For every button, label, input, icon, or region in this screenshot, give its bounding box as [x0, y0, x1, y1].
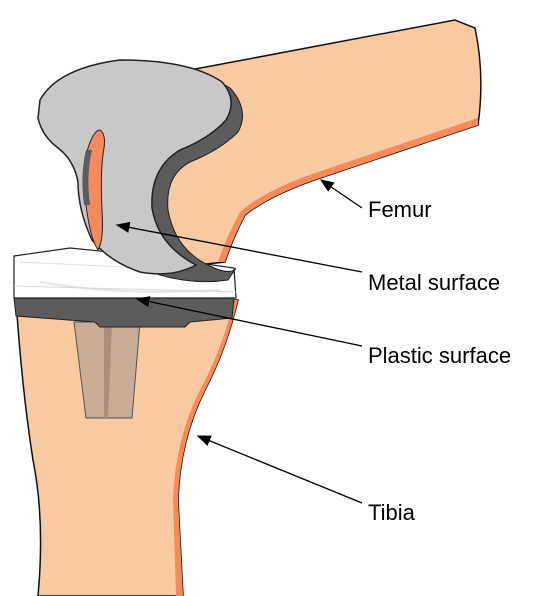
tibial-stem: [74, 322, 140, 418]
metal-surface-label: Metal surface: [368, 270, 500, 295]
plastic-surface-label: Plastic surface: [368, 343, 511, 368]
tibia-label: Tibia: [368, 500, 416, 525]
femur-leader: [321, 180, 362, 208]
femur-label: Femur: [368, 197, 432, 222]
tibia-leader: [198, 436, 362, 503]
